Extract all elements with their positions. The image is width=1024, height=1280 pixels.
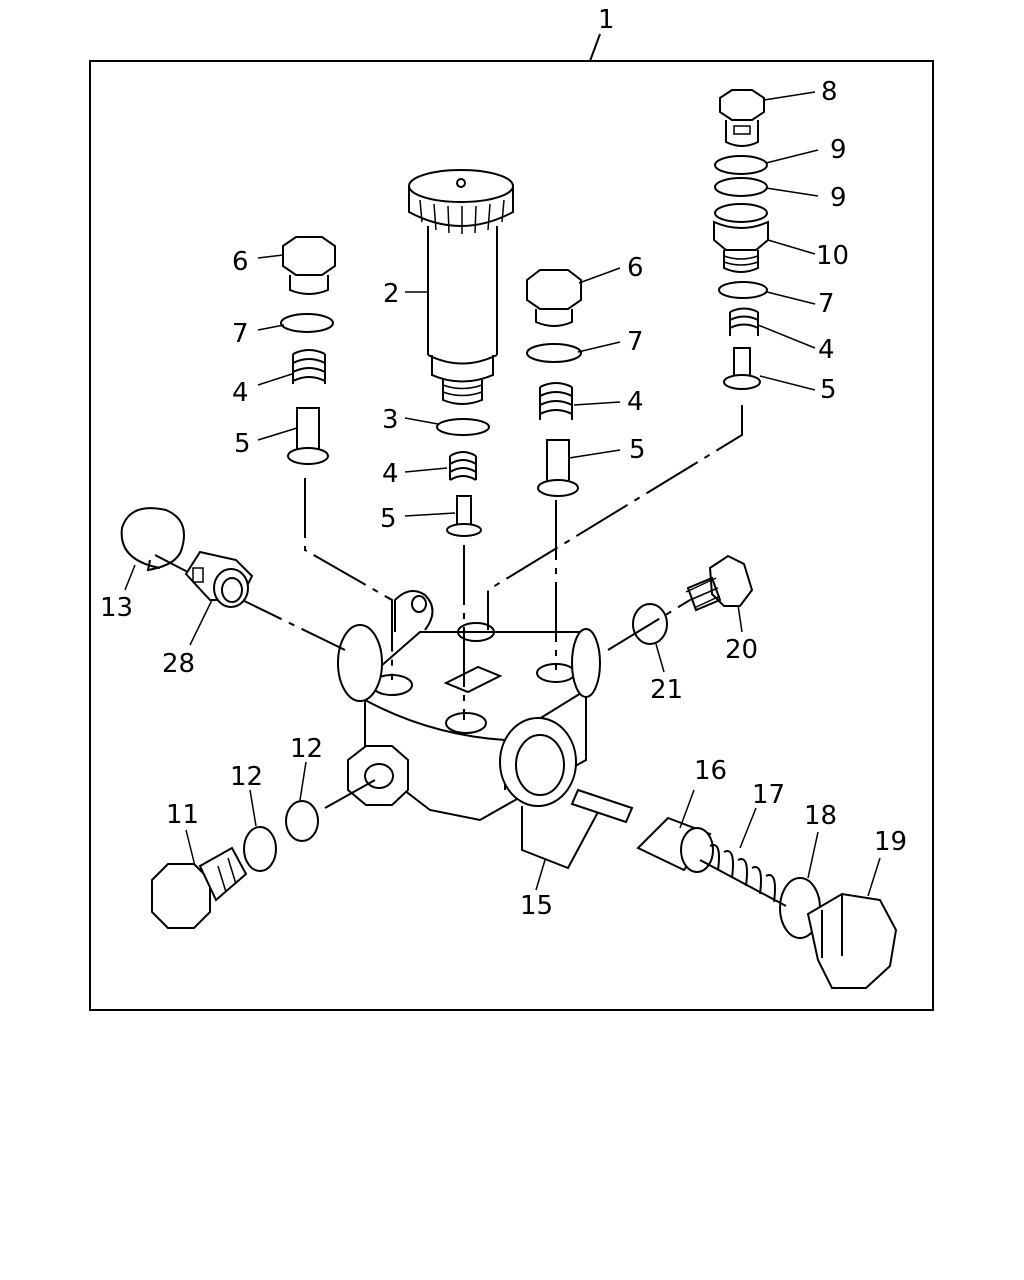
washer-part-12-outer: [243, 826, 277, 872]
valve-part-5-right: [537, 439, 579, 497]
washer-part-9-lower: [714, 177, 768, 197]
cap-part-19: [806, 892, 898, 989]
callout-4-center: 4: [382, 459, 399, 489]
washer-part-21: [632, 603, 668, 645]
valve-part-5-left: [287, 407, 329, 465]
washer-part-7-far-right: [718, 281, 768, 299]
washer-part-7-left: [280, 313, 334, 333]
callout-8: 8: [821, 77, 838, 107]
o-ring-part-3: [436, 418, 490, 436]
callout-15: 15: [520, 891, 553, 921]
callout-21: 21: [650, 675, 683, 705]
callout-7-left: 7: [232, 319, 249, 349]
plug-part-20: [685, 554, 754, 612]
callout-4-right: 4: [627, 387, 644, 417]
plug-part-6-left: [282, 236, 336, 295]
callout-9-upper: 9: [830, 135, 847, 165]
sleeve-part-16: [636, 816, 714, 873]
callout-5-center: 5: [380, 504, 397, 534]
callout-16: 16: [694, 756, 727, 786]
callout-7-right: 7: [627, 327, 644, 357]
callout-12-inner: 12: [290, 734, 323, 764]
callout-5-far-right: 5: [820, 375, 837, 405]
callout-28: 28: [162, 649, 195, 679]
callout-1: 1: [598, 5, 615, 35]
callout-6-left: 6: [232, 247, 249, 277]
callout-19: 19: [874, 827, 907, 857]
banjo-bolt-part-11: [151, 846, 248, 929]
callout-10: 10: [816, 241, 849, 271]
callout-9-lower: 9: [830, 183, 847, 213]
spring-part-4-far-right: [729, 307, 759, 336]
assembly-frame: [89, 60, 934, 1011]
leader-lines: [124, 91, 881, 897]
washer-part-7-right: [526, 343, 582, 363]
spring-part-4-left: [292, 349, 326, 384]
banjo-bolt-part-8: [719, 89, 765, 147]
washer-part-12-inner: [285, 800, 319, 842]
callout-12-outer: 12: [230, 762, 263, 792]
callout-4-left: 4: [232, 378, 249, 408]
valve-part-5-center: [446, 495, 482, 537]
callout-labels: 1 2 3 4 5 6 7 4 5 6 7 4 5 8 9 9 10 7 4 5…: [100, 5, 907, 921]
valve-part-5-far-right: [723, 347, 761, 390]
sleeve-part-28: [184, 550, 254, 608]
callout-20: 20: [725, 635, 758, 665]
callout-18: 18: [804, 801, 837, 831]
plug-part-6-right: [526, 269, 582, 327]
callout-6-right: 6: [627, 253, 644, 283]
callout-2: 2: [383, 279, 400, 309]
spring-part-17: [699, 844, 787, 907]
fitting-part-10: [713, 203, 769, 273]
snap-ring-part-13: [120, 507, 185, 572]
spring-part-4-center: [449, 451, 477, 481]
callout-13: 13: [100, 593, 133, 623]
callout-11: 11: [166, 800, 199, 830]
callout-3: 3: [382, 405, 399, 435]
callout-5-right: 5: [629, 435, 646, 465]
pin-part-15: [570, 788, 634, 824]
washer-part-9-upper: [714, 155, 768, 175]
pump-body-housing: [337, 590, 601, 822]
callout-17: 17: [752, 780, 785, 810]
callout-4-far-right: 4: [818, 335, 835, 365]
callout-5-left: 5: [234, 429, 251, 459]
primer-pump-part-2: [408, 169, 514, 405]
callout-7-far-right: 7: [818, 289, 835, 319]
spring-part-4-right: [539, 382, 573, 420]
